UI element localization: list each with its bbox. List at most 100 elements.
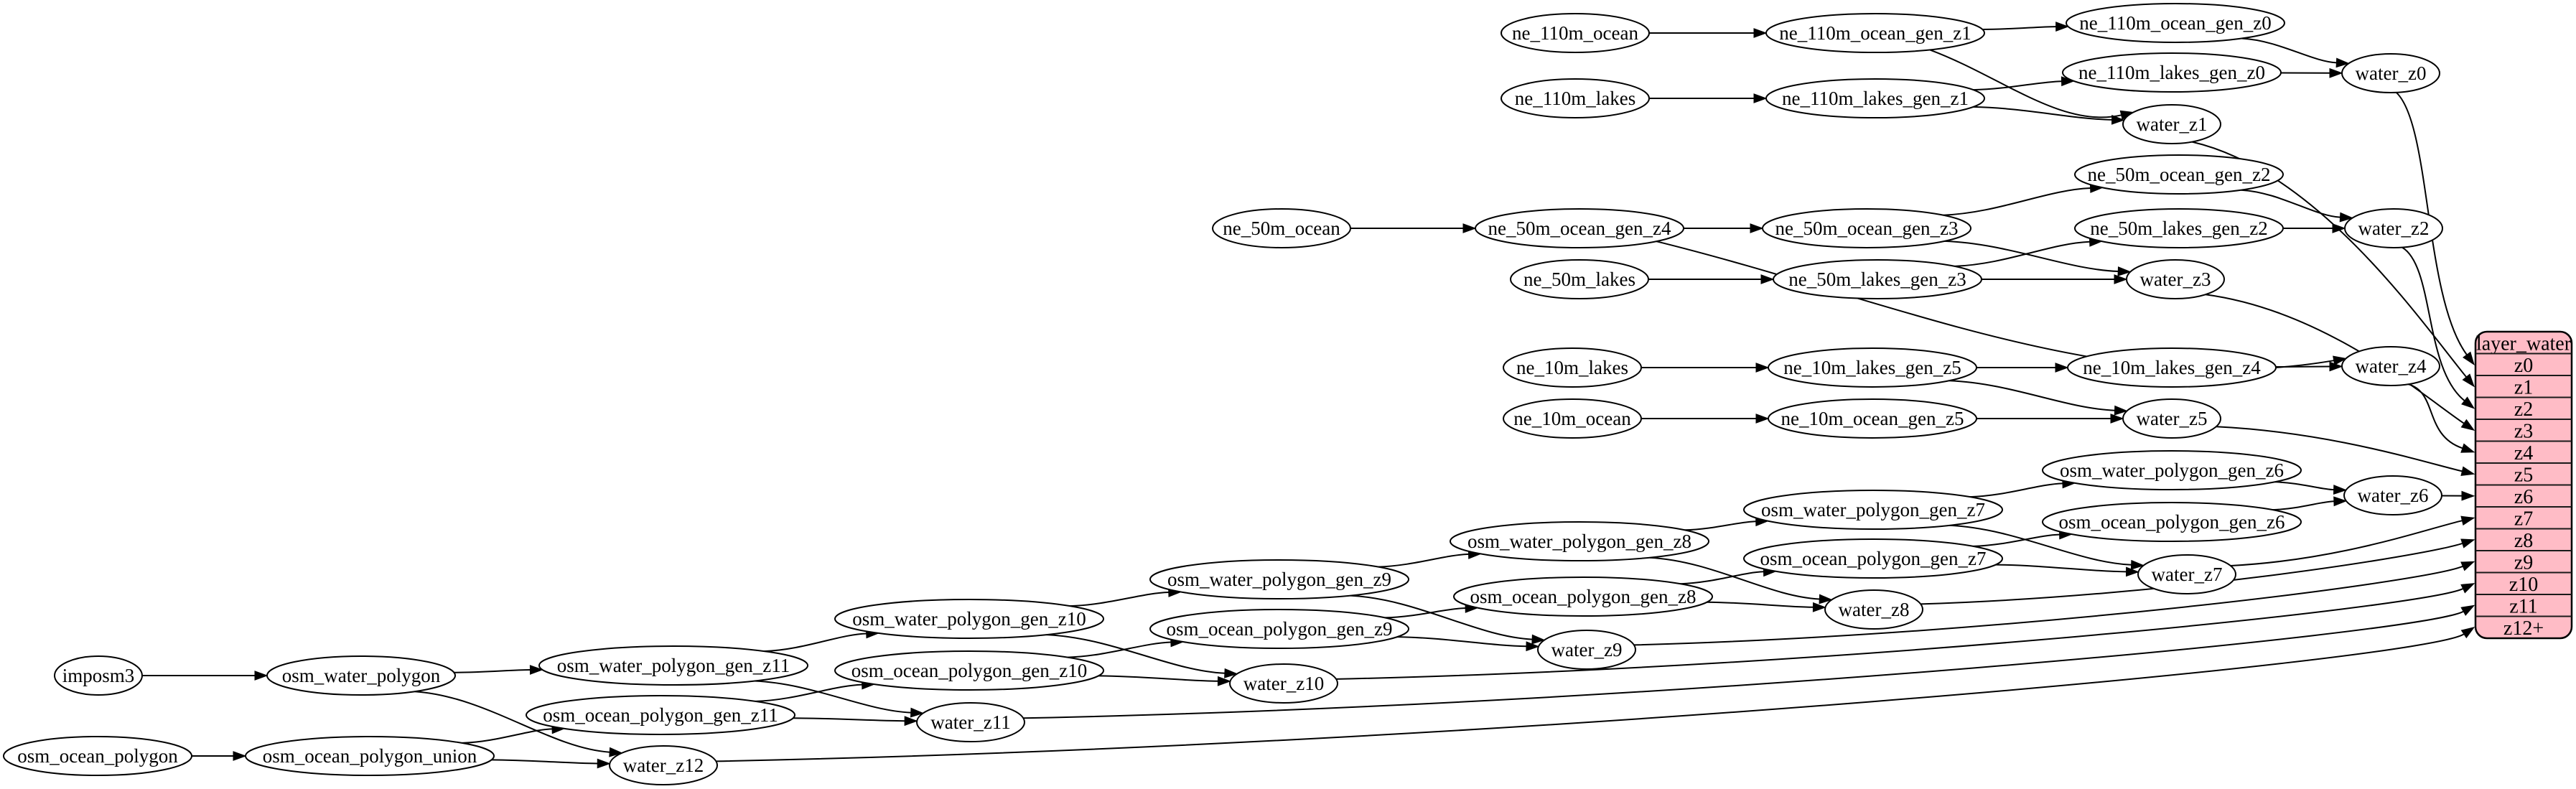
layer-water-table-title: layer_water	[2476, 332, 2572, 355]
layer-water-row-z11: z11	[2509, 595, 2537, 617]
edge-water_z12-to-layer_water-z12+	[716, 626, 2475, 762]
edge-water_z4-to-layer_water-z4	[2408, 383, 2475, 453]
node-shape-water_z3	[2126, 259, 2225, 299]
arrowhead-icon	[2055, 22, 2070, 32]
node-osm_ocean_polygon_gen_z8: osm_ocean_polygon_gen_z8	[1453, 576, 1713, 617]
node-label-ne_50m_ocean_gen_z3: ne_50m_ocean_gen_z3	[1775, 218, 1959, 239]
node-osm_water_polygon_gen_z9: osm_water_polygon_gen_z9	[1149, 559, 1409, 599]
node-ne_110m_lakes_gen_z0: ne_110m_lakes_gen_z0	[2062, 52, 2282, 93]
arrowhead-icon	[1526, 641, 1540, 652]
edge-osm_ocean_polygon_union-to-osm_ocean_polygon_gen_z11	[462, 724, 566, 744]
node-label-osm_ocean_polygon_gen_z6: osm_ocean_polygon_gen_z6	[2059, 511, 2285, 533]
node-shape-osm_ocean_polygon_gen_z7	[1743, 538, 2003, 579]
edge-osm_water_polygon_gen_z9-to-water_z9	[1350, 594, 1546, 645]
edge-water_z7-to-layer_water-z7	[2230, 515, 2475, 566]
arrowhead-icon	[2111, 114, 2126, 125]
node-label-ne_50m_ocean_gen_z2: ne_50m_ocean_gen_z2	[2088, 164, 2271, 185]
edge-osm_ocean_polygon_gen_z10-to-osm_ocean_polygon_gen_z9	[1067, 637, 1185, 658]
node-water_z8: water_z8	[1824, 589, 1923, 630]
node-ne_50m_ocean: ne_50m_ocean	[1212, 208, 1351, 248]
node-shape-water_z11	[916, 702, 1025, 742]
node-label-ne_50m_lakes: ne_50m_lakes	[1523, 269, 1635, 290]
layer-water-row-label-z11: z11	[2509, 595, 2537, 617]
layer-water-row-z8: z8	[2514, 530, 2533, 552]
node-ne_10m_ocean: ne_10m_ocean	[1503, 398, 1642, 439]
node-imposm3: imposm3	[54, 655, 143, 696]
edge-ne_10m_ocean-to-ne_10m_ocean_gen_z5	[1641, 414, 1770, 424]
edge-imposm3-to-osm_water_polygon	[142, 671, 269, 681]
node-shape-water_z9	[1537, 630, 1636, 670]
arrowhead-icon	[2460, 561, 2475, 571]
node-shape-ne_10m_ocean	[1503, 398, 1642, 439]
arrowhead-icon	[1755, 414, 1770, 424]
node-ne_10m_lakes_gen_z4: ne_10m_lakes_gen_z4	[2067, 347, 2277, 388]
edge-ne_50m_lakes_gen_z3-to-ne_50m_lakes_gen_z2	[1954, 236, 2104, 267]
arrowhead-icon	[1531, 634, 1546, 645]
node-water_z11: water_z11	[916, 702, 1025, 742]
edge-ne_10m_ocean_gen_z5-to-water_z5	[1977, 414, 2124, 424]
node-shape-water_z2	[2344, 208, 2443, 248]
layer-water-row-z7: z7	[2514, 508, 2533, 530]
edge-water_z8-to-layer_water-z8	[1921, 538, 2475, 605]
layer-water-row-z1: z1	[2514, 376, 2533, 398]
node-osm_water_polygon_gen_z7: osm_water_polygon_gen_z7	[1743, 490, 2003, 530]
node-water_z1: water_z1	[2122, 104, 2221, 144]
layer-water-row-label-z0: z0	[2514, 355, 2533, 377]
arrowhead-icon	[2114, 274, 2128, 284]
layer-water-row-label-z9: z9	[2514, 551, 2533, 574]
node-shape-water_z6	[2343, 475, 2442, 515]
edge-water_z5-to-layer_water-z5	[2216, 426, 2475, 476]
node-shape-ne_110m_ocean_gen_z0	[2066, 3, 2285, 43]
edge-osm_ocean_polygon_gen_z6-to-water_z6	[2272, 496, 2348, 511]
arrowhead-icon	[2461, 396, 2475, 409]
node-label-osm_water_polygon: osm_water_polygon	[282, 665, 441, 686]
arrowhead-icon	[1750, 223, 1764, 233]
node-shape-osm_ocean_polygon_gen_z6	[2042, 502, 2302, 542]
edge-ne_10m_lakes_gen_z4-to-water_z4	[2275, 361, 2343, 372]
node-label-ne_110m_ocean_gen_z1: ne_110m_ocean_gen_z1	[1779, 22, 1971, 44]
edge-osm_ocean_polygon_gen_z10-to-water_z10	[1098, 675, 1231, 686]
node-label-osm_water_polygon_gen_z9: osm_water_polygon_gen_z9	[1167, 569, 1391, 590]
layer-water-row-z9: z9	[2514, 551, 2533, 574]
node-shape-water_z1	[2122, 104, 2221, 144]
node-shape-water_z8	[1824, 589, 1923, 630]
edge-ne_50m_ocean-to-ne_50m_ocean_gen_z4	[1350, 223, 1477, 233]
node-shape-osm_water_polygon	[266, 655, 456, 696]
edge-ne_110m_ocean_gen_z1-to-ne_110m_ocean_gen_z0	[1982, 22, 2070, 32]
edge-water_z2-to-layer_water-z2	[2402, 246, 2475, 409]
node-shape-imposm3	[54, 655, 143, 696]
layer-water-table: layer_waterz0z1z2z3z4z5z6z7z8z9z10z11z12…	[2474, 330, 2573, 640]
edge-ne_50m_ocean_gen_z4-to-ne_50m_ocean_gen_z3	[1684, 223, 1764, 233]
arrowhead-icon	[910, 707, 925, 718]
arrowhead-icon	[2329, 67, 2343, 78]
node-label-water_z5: water_z5	[2137, 408, 2208, 429]
node-shape-water_z0	[2341, 53, 2440, 93]
node-shape-osm_ocean_polygon_gen_z11	[526, 695, 795, 735]
edge-ne_50m_lakes-to-ne_50m_lakes_gen_z3	[1648, 274, 1775, 284]
arrowhead-icon	[904, 716, 918, 727]
edges-layer	[142, 22, 2475, 769]
edge-ne_110m_lakes-to-ne_110m_lakes_gen_z1	[1649, 93, 1768, 103]
arrowhead-icon	[1462, 223, 1477, 233]
edge-osm_ocean_polygon_gen_z8-to-water_z8	[1707, 601, 1826, 612]
node-label-water_z1: water_z1	[2137, 113, 2208, 135]
arrowhead-icon	[2460, 538, 2475, 548]
node-osm_ocean_polygon_gen_z11: osm_ocean_polygon_gen_z11	[526, 695, 795, 735]
arrowhead-icon	[2460, 419, 2475, 431]
edge-osm_ocean_polygon-to-osm_ocean_polygon_union	[192, 751, 247, 761]
arrowhead-icon	[2110, 414, 2124, 424]
node-label-ne_10m_lakes_gen_z4: ne_10m_lakes_gen_z4	[2083, 357, 2261, 378]
node-ne_50m_ocean_gen_z4: ne_50m_ocean_gen_z4	[1475, 208, 1684, 248]
edge-ne_110m_lakes_gen_z1-to-ne_110m_lakes_gen_z0	[1973, 76, 2075, 91]
edge-ne_110m_ocean_gen_z0-to-water_z0	[2241, 37, 2350, 68]
node-osm_ocean_polygon_gen_z10: osm_ocean_polygon_gen_z10	[834, 650, 1104, 691]
node-shape-ne_10m_lakes_gen_z4	[2067, 347, 2277, 388]
arrowhead-icon	[2329, 361, 2343, 372]
arrowhead-icon	[2460, 466, 2475, 476]
arrowhead-icon	[1760, 274, 1775, 284]
node-label-water_z6: water_z6	[2358, 485, 2429, 506]
arrowhead-icon	[2463, 351, 2475, 365]
arrowhead-icon	[2335, 57, 2350, 68]
arrowhead-icon	[2460, 443, 2475, 453]
